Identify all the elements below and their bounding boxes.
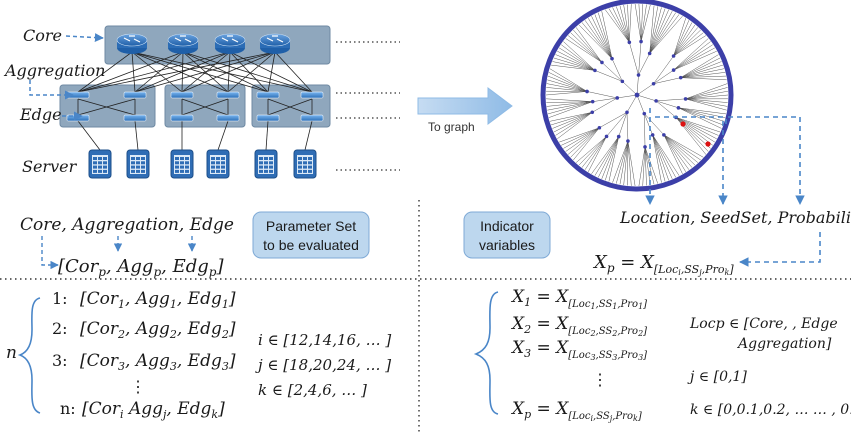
aggregation-label: Aggregation — [3, 61, 105, 80]
x1-row: X1 = X[Loc1,SS1,Pro1] — [510, 287, 647, 311]
core-to-bracket-arrow — [41, 236, 59, 270]
xp-formula: Xp = X[Loci,SSj,Prok] — [592, 252, 734, 277]
graph-outer-ring — [540, 0, 734, 192]
row-guides — [336, 41, 400, 171]
edge-switch-icon — [216, 114, 240, 122]
router-icon — [116, 33, 148, 54]
aggregation-switch-icon — [66, 91, 90, 99]
router-icon — [214, 33, 246, 54]
row-1-expr: [Cor1, Agg1, Edg1] — [80, 289, 236, 311]
big-arrow-shape — [417, 87, 513, 125]
router-icon — [259, 33, 291, 54]
edge-switch-icon — [170, 114, 194, 122]
edge-label: Edge — [19, 105, 62, 124]
x2-row: X2 = X[Loc2,SS2,Pro2] — [510, 314, 647, 338]
parameter-section: Core, Aggregation, Edge [Corp, Aggp, Edg… — [20, 211, 370, 279]
j-range: j ∈ [0,1] — [687, 369, 747, 385]
right-vertical-dots: ⋮ — [592, 370, 608, 389]
server-label: Server — [22, 157, 78, 176]
parameter-set-box — [252, 211, 370, 259]
core-label: Core — [23, 26, 62, 45]
seed-nodes-highlight — [680, 121, 711, 147]
range-i: i ∈ [12,14,16, … ] — [258, 331, 391, 349]
loc-range-line2: Aggregation] — [736, 336, 832, 352]
row-2-expr: [Cor2, Agg2, Edg2] — [80, 319, 236, 341]
server-icon — [170, 149, 194, 179]
right-enumeration: X1 = X[Loc1,SS1,Pro1] X2 = X[Loc2,SS2,Pr… — [473, 287, 851, 423]
n-label: n — [6, 343, 17, 363]
indicator-header: Location, SeedSet, Probability — [619, 208, 851, 227]
aggregation-switch-icon — [123, 91, 147, 99]
to-graph-label: To graph — [428, 120, 475, 134]
server-icon — [126, 149, 150, 179]
row-3-expr: [Cor3, Agg3, Edg3] — [80, 351, 236, 373]
servers — [88, 149, 317, 179]
parameter-set-line2: to be evaluated — [263, 237, 359, 253]
loc-range-line1: Locp ∈ [Core, , Edge — [689, 316, 838, 332]
router-icon — [167, 33, 199, 54]
indicator-box-line2: variables — [479, 237, 535, 253]
server-links — [77, 120, 313, 151]
indicator-section: Indicator variables Location, SeedSet, P… — [463, 208, 851, 277]
network-topology: Core Aggregation Edge Server — [3, 25, 400, 179]
server-icon — [206, 149, 230, 179]
section-dividers — [0, 200, 851, 432]
probability-arrow — [725, 116, 805, 205]
tree-graph — [540, 0, 734, 192]
edge-switch-icon — [256, 114, 280, 122]
aggregation-switch-icon — [170, 91, 194, 99]
row-3-idx: 3: — [52, 351, 68, 370]
core-links — [77, 51, 313, 93]
core-label-arrow — [65, 33, 104, 43]
edge-switch-icon — [300, 114, 324, 122]
edge-switch-icon — [123, 114, 147, 122]
to-graph-arrow: To graph — [417, 87, 513, 134]
xp-feedback-arrow — [739, 232, 821, 267]
core-routers — [116, 33, 291, 54]
indicator-box — [463, 211, 551, 259]
indicator-box-line1: Indicator — [480, 218, 534, 234]
range-j: j ∈ [18,20,24, … ] — [255, 356, 391, 374]
range-k: k ∈ [2,4,6, … ] — [258, 381, 367, 399]
parameter-set-line1: Parameter Set — [266, 218, 356, 234]
graph-nodes — [585, 39, 688, 149]
x3-row: X3 = X[Loc3,SS3,Pro3] — [510, 338, 647, 362]
aggregation-switch-icon — [216, 91, 240, 99]
left-vertical-dots: ⋮ — [130, 377, 146, 396]
row-1-idx: 1: — [52, 289, 68, 308]
aggregation-label-arrow — [29, 80, 74, 100]
seedset-arrow — [655, 116, 728, 205]
server-icon — [254, 149, 278, 179]
left-curly-brace — [17, 297, 41, 414]
row-2-idx: 2: — [52, 319, 68, 338]
aggregation-switch-icon — [300, 91, 324, 99]
server-icon — [293, 149, 317, 179]
param-header: Core, Aggregation, Edge — [20, 215, 234, 235]
right-curly-brace — [473, 291, 499, 415]
left-enumeration: n 1: [Cor1, Agg1, Edg1] 2: [Cor2, Agg2, … — [6, 289, 391, 421]
param-bracket: [Corp, Aggp, Edgp] — [58, 256, 224, 279]
aggregation-switch-icon — [256, 91, 280, 99]
k-range: k ∈ [0,0.1,0.2, … … , 0.9] — [690, 402, 851, 418]
xp-row: Xp = X[Loci,SSj,Prok] — [510, 399, 642, 423]
row-n-idx: n: — [60, 399, 76, 418]
server-icon — [88, 149, 112, 179]
row-n-expr: [Cori Aggj, Edgk] — [82, 399, 225, 421]
graph-indicator-arrows — [645, 108, 821, 267]
